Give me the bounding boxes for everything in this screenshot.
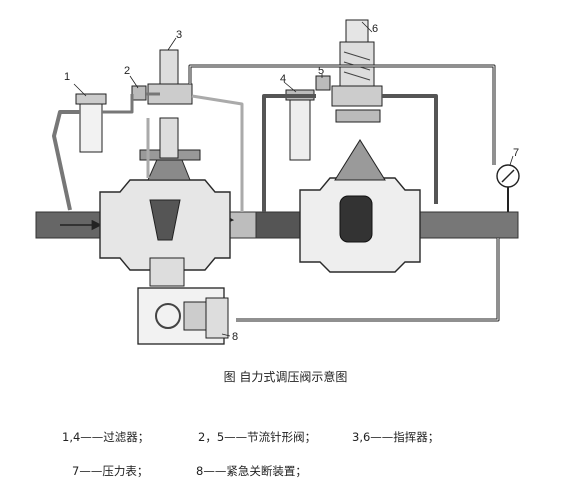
valve-schematic: 1 2 3 4 5 6 7 8 (35, 19, 520, 345)
legend-filter: 1,4——过滤器； (62, 430, 150, 444)
legend-emergency-shutoff: 8——紧急关断装置； (196, 464, 307, 478)
callout-7: 7 (513, 147, 519, 159)
callout-5: 5 (318, 65, 324, 77)
pressure-regulator-valve (99, 117, 231, 287)
pilot-3 (147, 49, 193, 105)
legend-pressure-gauge: 7——压力表； (72, 464, 149, 478)
legend-row-1: 1,4——过滤器； 2，5——节流针形阀； 3,6——指挥器； (62, 429, 439, 445)
legend-row-2: 7——压力表； 8——紧急关断装置； (72, 463, 307, 479)
shutoff-valve (299, 109, 421, 273)
figure-caption: 图 自力式调压阀示意图 (223, 370, 348, 384)
filter-1 (75, 93, 107, 153)
legend-needle-valve: 2，5——节流针形阀； (198, 430, 317, 444)
pressure-gauge-7 (496, 164, 520, 188)
control-tubing (52, 64, 509, 322)
legend-pilot: 3,6——指挥器； (352, 430, 440, 444)
pilot-6 (331, 19, 383, 107)
callout-1: 1 (64, 71, 70, 83)
callout-2: 2 (124, 65, 130, 77)
needle-valve-2 (131, 85, 147, 101)
needle-valve-5 (315, 75, 331, 91)
emergency-shutoff-8 (137, 287, 229, 345)
callout-8: 8 (232, 331, 238, 343)
callout-4: 4 (280, 73, 286, 85)
callout-3: 3 (176, 29, 182, 41)
callout-6: 6 (372, 23, 378, 35)
filter-4 (285, 89, 315, 161)
leader-lines (73, 21, 514, 337)
